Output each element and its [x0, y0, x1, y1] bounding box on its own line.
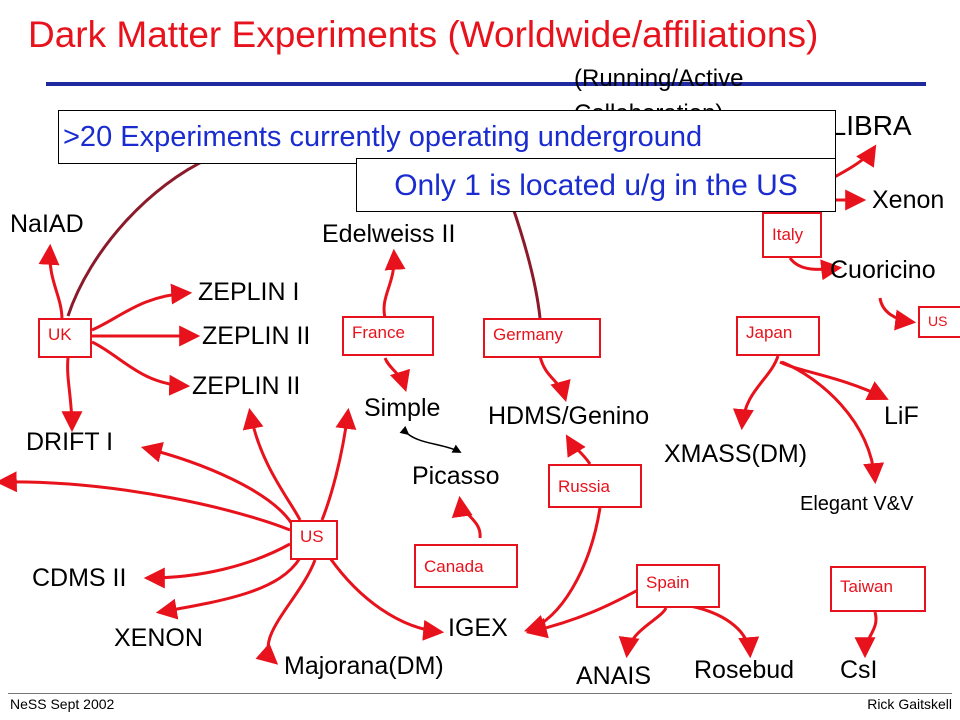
label-edelweiss: Edelweiss II	[322, 220, 456, 248]
title-underline	[46, 82, 926, 86]
country-russia: Russia	[548, 464, 642, 508]
arrow-uk-callout	[66, 156, 211, 317]
label-cuoricino: Cuoricino	[830, 256, 936, 284]
arrow-us-cdms	[143, 542, 291, 589]
country-japan: Japan	[736, 316, 820, 356]
arrow-uk-naiad	[38, 243, 64, 321]
label-rosebud: Rosebud	[694, 656, 795, 684]
arrow-uk-drift	[61, 357, 83, 433]
label-naiad: NaIAD	[10, 210, 84, 238]
label-cdms: CDMS II	[32, 564, 127, 592]
label-simple: Simple	[364, 394, 441, 422]
label-zeplin-ii-b: ZEPLIN II	[192, 372, 301, 400]
country-italy: Italy	[762, 212, 822, 258]
arrow-us-xenon	[155, 557, 302, 620]
arrow-france-simple	[383, 357, 411, 393]
arrow-us-igex	[328, 557, 445, 641]
country-france: France	[342, 316, 434, 356]
label-elegant: Elegant V&V	[800, 493, 914, 515]
arrow-japan-xmass	[732, 355, 780, 431]
arrow-germany-callout	[510, 204, 542, 319]
page-title: Dark Matter Experiments (Worldwide/affil…	[28, 14, 819, 55]
arrow-france-edelweiss	[382, 248, 406, 319]
country-us: US	[290, 520, 338, 560]
arrow-spain-rosebud	[689, 604, 760, 659]
label-anais: ANAIS	[576, 662, 652, 690]
arrow-spain-igex	[525, 588, 639, 639]
arrow-japan-elegant	[781, 360, 885, 485]
arrow-us-zeplin	[242, 407, 302, 521]
country-germany: Germany	[483, 318, 601, 358]
country-canada: Canada	[414, 544, 518, 588]
country-taiwan: Taiwan	[830, 566, 926, 612]
arrow-us-majorana	[255, 559, 317, 665]
country-spain: Spain	[636, 564, 720, 608]
arrow-small-us	[878, 297, 917, 331]
footer-left: NeSS Sept 2002	[10, 696, 115, 712]
arrow-russia-hdms	[565, 434, 592, 465]
label-zeplin-i: ZEPLIN I	[198, 278, 300, 306]
arrow-germany-hdms	[538, 355, 571, 403]
label-zeplin-ii-a: ZEPLIN II	[202, 322, 311, 350]
label-xenon-italy: Xenon	[872, 186, 945, 214]
arrow-canada-picasso	[451, 495, 482, 539]
arrow-us-drift	[140, 441, 294, 525]
arrow-taiwan-csi	[854, 611, 878, 659]
callout-us-underground: Only 1 is located u/g in the US	[356, 158, 836, 212]
footer-rule	[8, 693, 952, 694]
arrow-spain-anais	[618, 607, 668, 659]
country-us-small: US	[918, 306, 960, 338]
label-xmass: XMASS(DM)	[664, 440, 808, 468]
label-csi: CsI	[840, 656, 878, 684]
arrow-russia-igex	[523, 507, 602, 635]
footer-right: Rick Gaitskell	[867, 696, 952, 712]
arrow-us-offscreen	[0, 471, 291, 532]
arrow-uk-zeplin-i	[91, 283, 193, 332]
country-uk: UK	[38, 318, 92, 358]
callout-operating-underground: >20 Experiments currently operating unde…	[58, 110, 836, 164]
arrow-simple-picasso	[399, 425, 462, 453]
label-drift: DRIFT I	[26, 428, 114, 456]
label-majorana: Majorana(DM)	[284, 652, 444, 680]
arrow-uk-zeplin-ii-b	[91, 340, 191, 396]
label-hdms: HDMS/Genino	[488, 402, 650, 430]
label-xenon-us: XENON	[114, 624, 203, 652]
label-lif: LiF	[884, 402, 919, 430]
arrow-us-simple	[320, 407, 357, 521]
label-igex: IGEX	[448, 614, 508, 642]
label-picasso: Picasso	[412, 462, 500, 490]
arrow-italy-cuoricino	[788, 257, 843, 281]
